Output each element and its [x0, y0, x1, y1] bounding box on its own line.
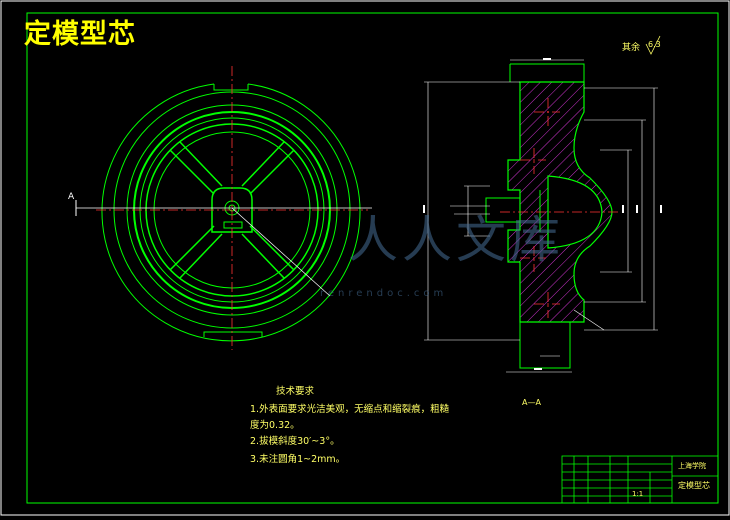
leader-radius	[573, 309, 605, 331]
dim-mark-mid	[636, 205, 638, 213]
bottom-boss	[519, 322, 571, 369]
dim-ticks	[423, 58, 662, 370]
view-mark: A	[68, 192, 75, 202]
tech-line-2: 度为0.32。	[250, 420, 300, 431]
roughness-symbol	[645, 35, 661, 55]
tech-line-1: 1.外表面要求光洁美观，无缩点和缩裂痕，粗糙	[250, 404, 450, 415]
drawing-title: 定模型芯	[24, 19, 136, 50]
dim-pin	[450, 185, 490, 237]
dim-mid	[584, 119, 646, 303]
spokes	[169, 141, 295, 279]
section-centerlines	[500, 98, 620, 318]
tech-heading: 技术要求	[276, 386, 315, 397]
tech-line-3: 2.拔模斜度30′~3°。	[250, 436, 340, 447]
top-notch	[213, 84, 249, 91]
watermark-brand: 人人文库	[348, 211, 564, 269]
dim-mark-right	[660, 205, 662, 213]
hole-lower	[520, 246, 546, 272]
centerlines	[96, 66, 368, 350]
spoke-se	[241, 225, 295, 279]
hole-upper	[520, 148, 546, 174]
dim-right-height	[584, 87, 658, 331]
dim-mark-top	[543, 58, 551, 60]
dim-mark-cav	[622, 205, 624, 213]
center-hub	[211, 187, 253, 233]
spoke-sw	[169, 225, 223, 279]
dim-mark-left	[423, 205, 425, 213]
top-flange	[509, 63, 585, 82]
tech-line-4: 3.未注圆角1~2mm。	[250, 454, 346, 465]
hole-top	[534, 98, 560, 128]
title-block-cols	[573, 456, 718, 503]
dim-overall-height	[424, 81, 520, 341]
outer-rim	[101, 83, 361, 342]
title-block-rows	[562, 463, 672, 497]
dim-cavity	[600, 149, 632, 273]
spoke-ne	[241, 141, 295, 195]
roughness-note: 其余	[622, 43, 641, 53]
title-block-scale: 1:1	[632, 490, 644, 498]
title-block-frame	[561, 455, 719, 504]
section-view	[423, 58, 662, 373]
inner-frame	[26, 12, 719, 504]
dim-mark-bottom	[534, 368, 542, 370]
roughness-value: 6.3	[648, 40, 661, 49]
hub-slot	[223, 221, 243, 229]
section-label: A—A	[522, 398, 541, 407]
title-block-part-name: 定模型芯	[678, 481, 710, 490]
title-block	[561, 455, 719, 504]
front-view	[75, 83, 372, 342]
bottom-notch	[203, 331, 263, 337]
watermark-url: renrendoc.com	[320, 288, 448, 299]
leader-line	[231, 207, 331, 297]
spoke-nw	[169, 141, 223, 195]
title-block-company: 上海学院	[678, 462, 706, 470]
dimensions	[424, 59, 658, 373]
hole-bottom	[534, 292, 560, 318]
